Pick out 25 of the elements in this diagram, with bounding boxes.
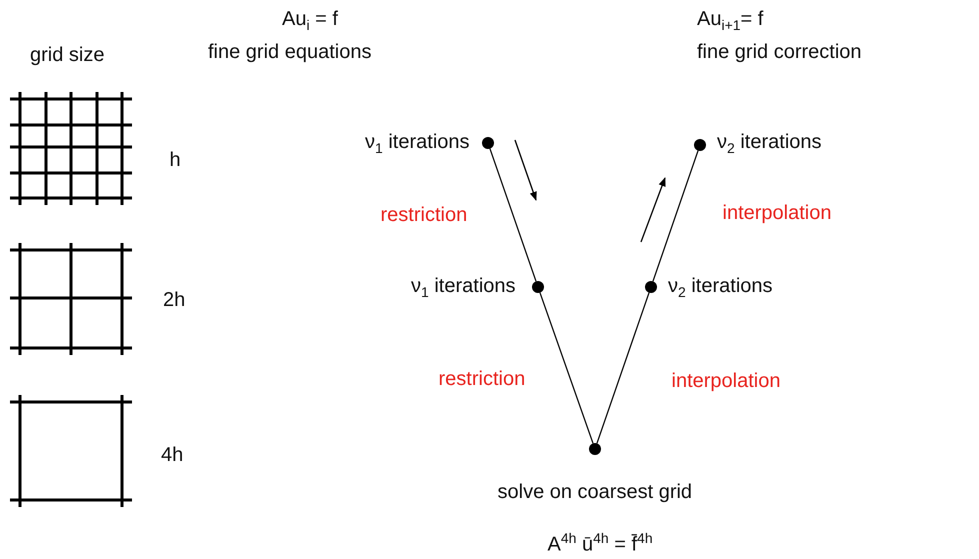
node-caption: ν$_{1}$ iterations — [365, 130, 470, 156]
grid-size-label: h — [170, 149, 181, 171]
connector-line — [652, 150, 699, 282]
heading: fine grid equations — [208, 41, 372, 63]
edge-label: interpolation — [672, 370, 780, 392]
node-dot — [532, 281, 544, 293]
equation: Au$_{i+1}$= f — [697, 8, 764, 33]
connector-line — [539, 292, 594, 444]
equation: Au$_{i}$ = f — [282, 8, 338, 33]
node-dot — [482, 137, 494, 149]
node-caption: ν$_{1}$ iterations — [411, 274, 516, 300]
heading: fine grid correction — [697, 41, 862, 63]
node-caption: ν$_{2}$ iterations — [717, 130, 822, 156]
grid-size-label: 2h — [163, 289, 186, 311]
equation: A$^{4h}$ ū$^{4h}$ = f̄$^{4h}$ — [548, 530, 653, 556]
node-dot — [589, 443, 601, 455]
connector-line — [596, 292, 650, 444]
connector-line — [489, 148, 537, 282]
heading: grid size — [30, 44, 104, 66]
node-dot — [645, 281, 657, 293]
edge-label: interpolation — [722, 202, 832, 224]
grid-size-label: 4h — [161, 444, 184, 466]
node-caption: solve on coarsest grid — [498, 481, 692, 503]
node-dot — [694, 139, 706, 151]
node-caption: ν$_{2}$ iterations — [668, 274, 773, 300]
